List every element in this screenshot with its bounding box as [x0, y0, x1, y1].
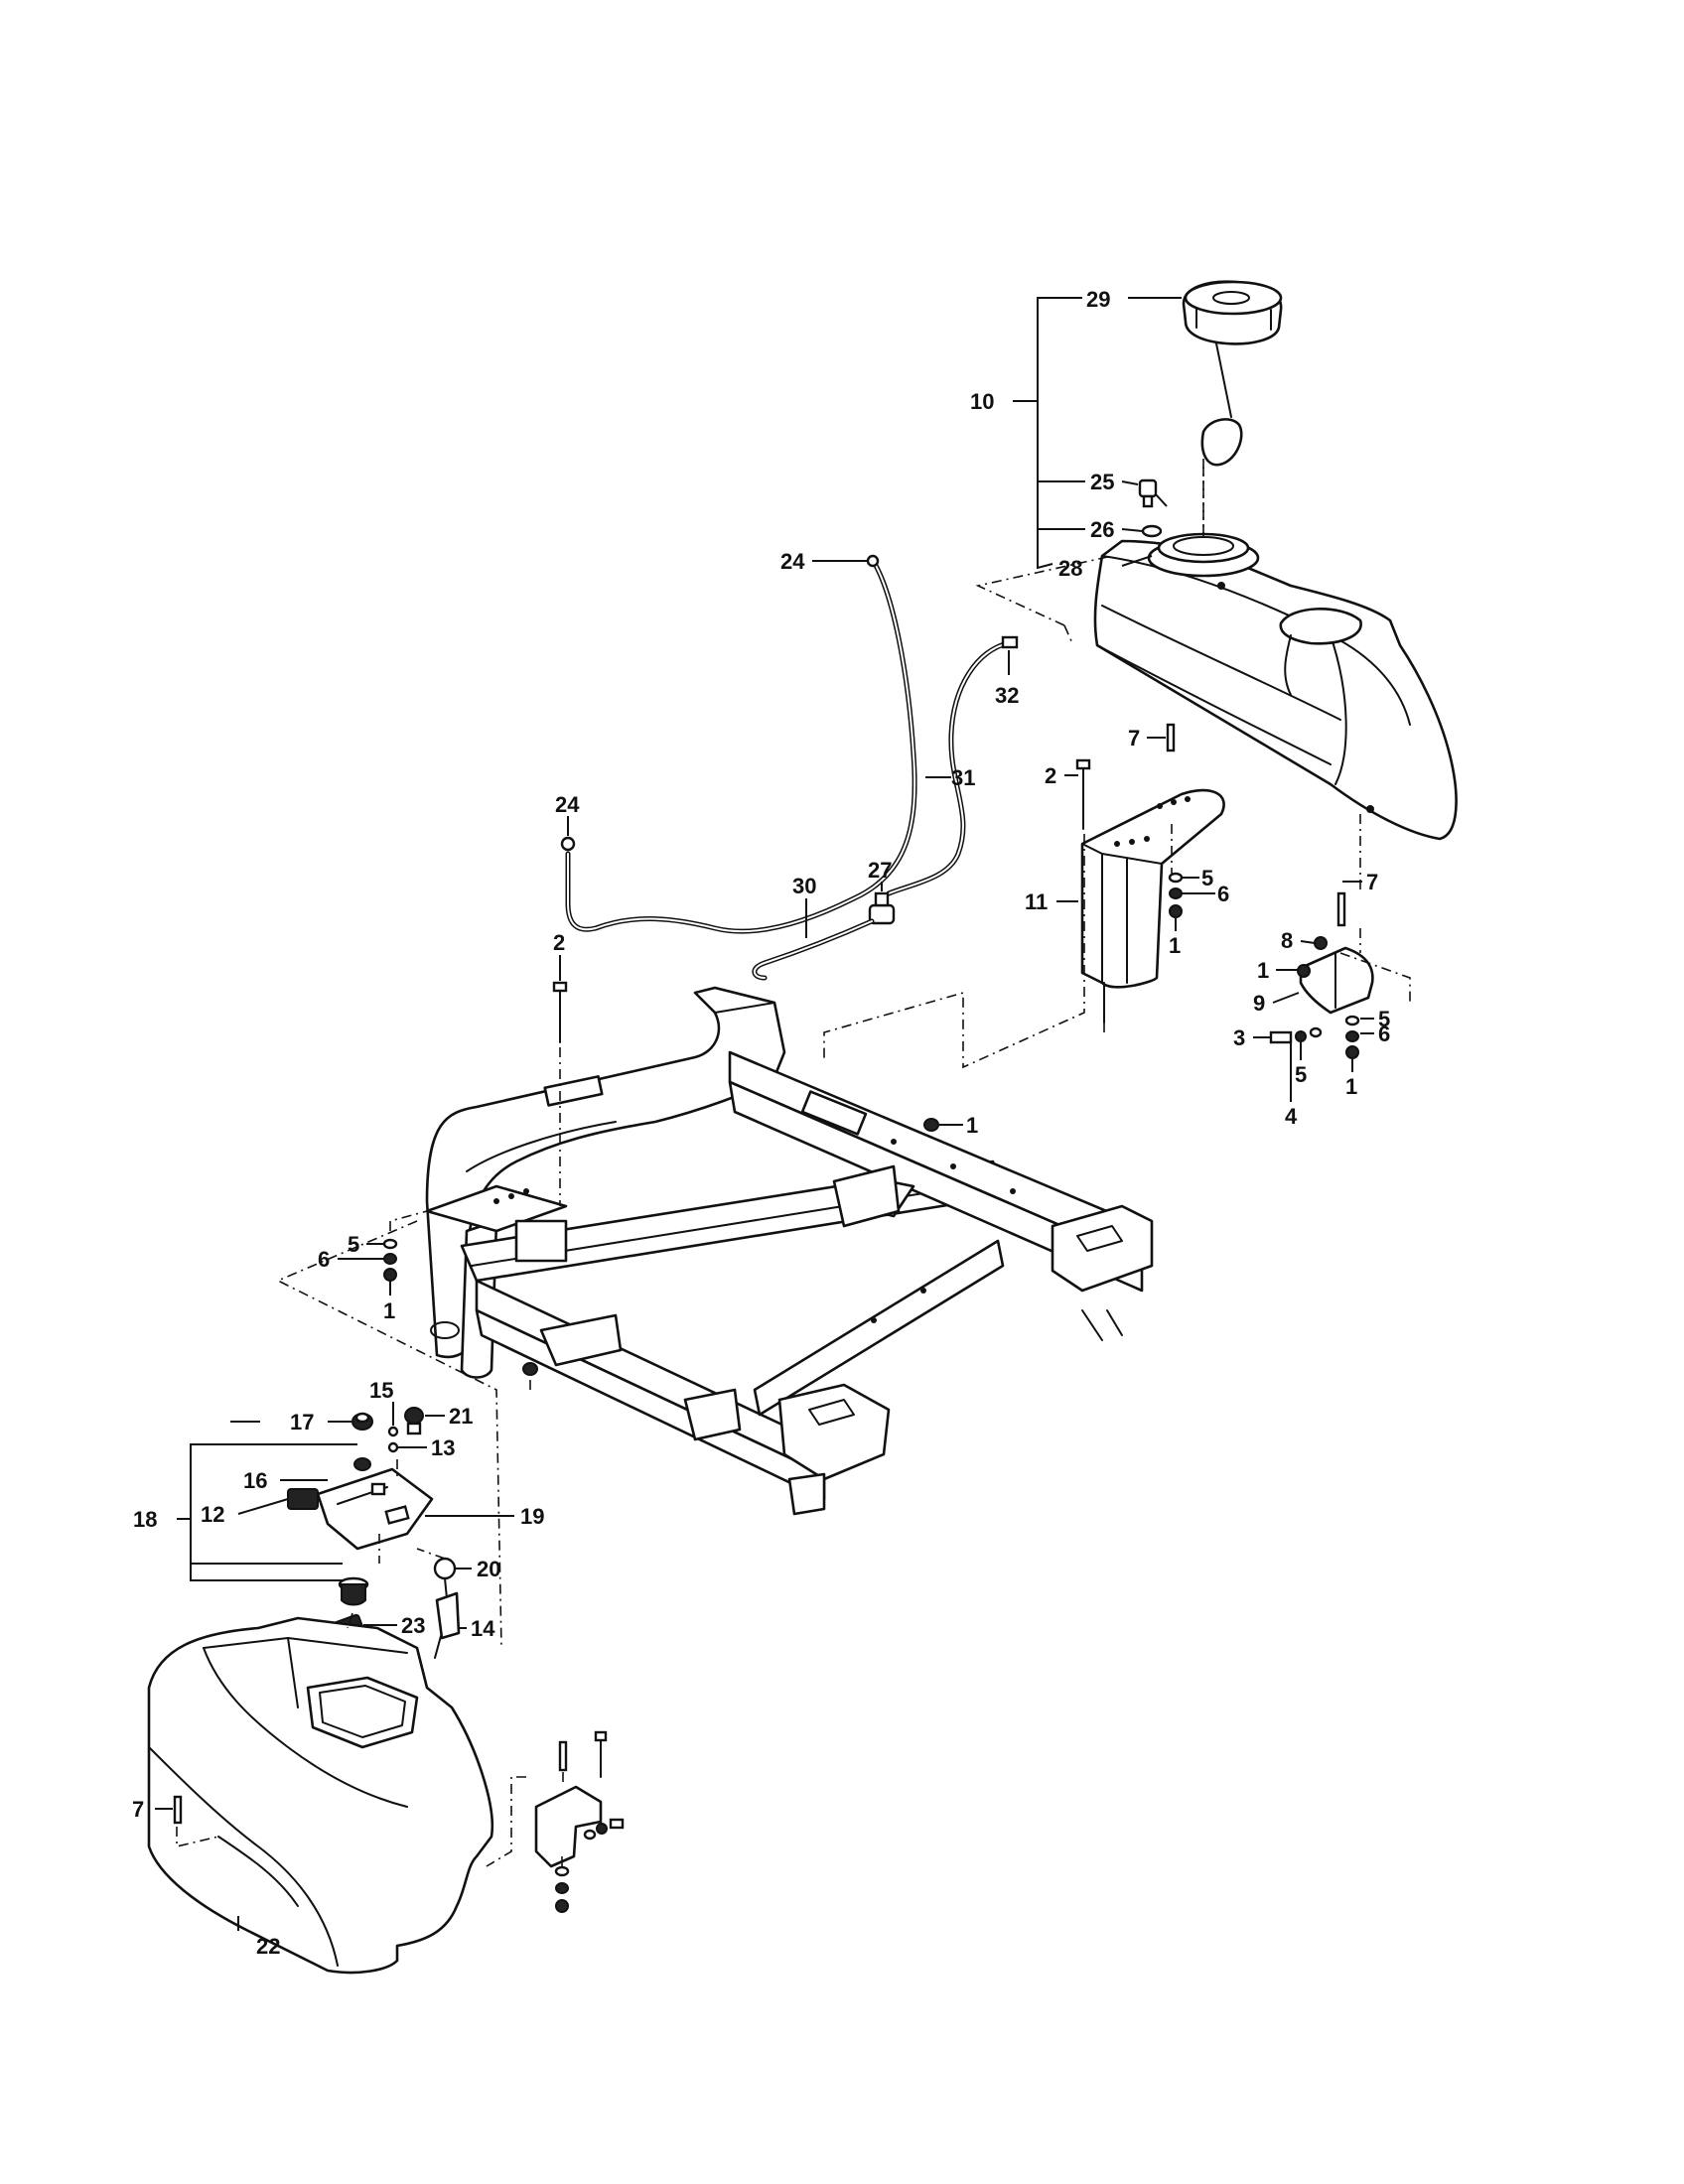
callout-5-c: 5 — [1295, 1062, 1307, 1087]
tank-bracket — [1080, 788, 1225, 1024]
callout-10: 10 — [970, 389, 994, 414]
callout-24-upper: 24 — [780, 549, 805, 574]
callout-5-b: 5 — [1378, 1007, 1390, 1031]
callout-5-a: 5 — [1201, 866, 1213, 890]
pin-7-upper — [1166, 723, 1176, 752]
fuel-line-31 — [886, 635, 1019, 896]
assembly-centerlines — [176, 459, 1411, 1867]
bolt-2-frame — [552, 981, 568, 1043]
callout-19: 19 — [520, 1504, 544, 1529]
key-switch-17 — [351, 1412, 373, 1431]
hour-meter-12 — [287, 1488, 319, 1510]
ignition-switch — [338, 1576, 369, 1606]
nut-1-frame — [923, 1118, 939, 1132]
throttle-lever-14 — [434, 1591, 461, 1659]
main-frame — [425, 986, 1154, 1516]
callout-20: 20 — [477, 1557, 500, 1581]
bolt-2-upper — [1075, 758, 1091, 830]
callout-18: 18 — [133, 1507, 157, 1532]
callout-16: 16 — [243, 1468, 267, 1493]
callout-5-d: 5 — [348, 1232, 359, 1257]
callout-22: 22 — [256, 1934, 280, 1959]
callout-12: 12 — [201, 1502, 224, 1527]
callout-7-right: 7 — [1366, 870, 1378, 894]
callout-25: 25 — [1090, 470, 1114, 494]
callout-14: 14 — [471, 1616, 495, 1641]
nut-under-frame — [522, 1362, 538, 1376]
callout-11: 11 — [1025, 889, 1048, 914]
callout-1-frame: 1 — [966, 1113, 978, 1138]
hardware-stack-b — [382, 1238, 398, 1282]
callout-21: 21 — [449, 1404, 473, 1429]
callout-9: 9 — [1253, 991, 1265, 1016]
callout-6-a: 6 — [1217, 882, 1229, 906]
fuel-filter — [868, 891, 896, 925]
fuel-line-24 — [560, 554, 917, 934]
callout-3: 3 — [1233, 1025, 1245, 1050]
callout-31: 31 — [951, 765, 975, 790]
vent-valve — [1138, 478, 1158, 508]
hardware-stack-a — [1168, 872, 1184, 918]
grommet — [1141, 524, 1163, 538]
cap-tether — [1200, 342, 1243, 467]
switch-21 — [404, 1407, 424, 1435]
fuel-line-30 — [752, 918, 875, 981]
callout-23: 23 — [401, 1613, 425, 1638]
callout-7-fender: 7 — [132, 1797, 144, 1822]
callout-15: 15 — [369, 1378, 393, 1403]
fender-console — [147, 1616, 494, 1975]
callout-6-b: 6 — [1378, 1022, 1390, 1046]
callout-24-lower: 24 — [555, 792, 580, 817]
nut-16 — [353, 1457, 371, 1471]
callout-1-c: 1 — [1345, 1074, 1357, 1099]
rear-tank-mount — [1269, 891, 1374, 1059]
callout-6-c: 6 — [318, 1247, 330, 1272]
control-panel — [316, 1467, 434, 1551]
callout-1-b: 1 — [1257, 958, 1269, 983]
throttle-knob-20 — [433, 1557, 457, 1599]
callout-32: 32 — [995, 683, 1019, 708]
callout-4: 4 — [1285, 1104, 1298, 1129]
callout-7-upper: 7 — [1128, 726, 1140, 751]
fuel-cap — [1182, 280, 1283, 345]
callout-1-e: 1 — [383, 1298, 395, 1323]
callout-28: 28 — [1058, 556, 1082, 581]
fuel-tank — [1093, 532, 1458, 841]
washer-13 — [387, 1441, 399, 1453]
fender-mount-bracket — [534, 1730, 625, 1913]
callout-17: 17 — [290, 1410, 314, 1434]
pin-7-fender — [173, 1795, 183, 1825]
callout-13: 13 — [431, 1435, 455, 1460]
callout-26: 26 — [1090, 517, 1114, 542]
callout-8: 8 — [1281, 928, 1293, 953]
washer-15 — [387, 1426, 399, 1437]
callout-2-upper: 2 — [1045, 763, 1056, 788]
callout-2-frame: 2 — [553, 930, 565, 955]
callout-29: 29 — [1086, 287, 1110, 312]
callout-1-a: 1 — [1169, 933, 1181, 958]
callout-30: 30 — [792, 874, 816, 898]
callout-labels: 29 10 25 26 28 24 32 7 2 31 24 27 5 6 11… — [132, 287, 1390, 1959]
leader-lines — [155, 297, 1374, 1931]
callout-27: 27 — [868, 858, 892, 883]
